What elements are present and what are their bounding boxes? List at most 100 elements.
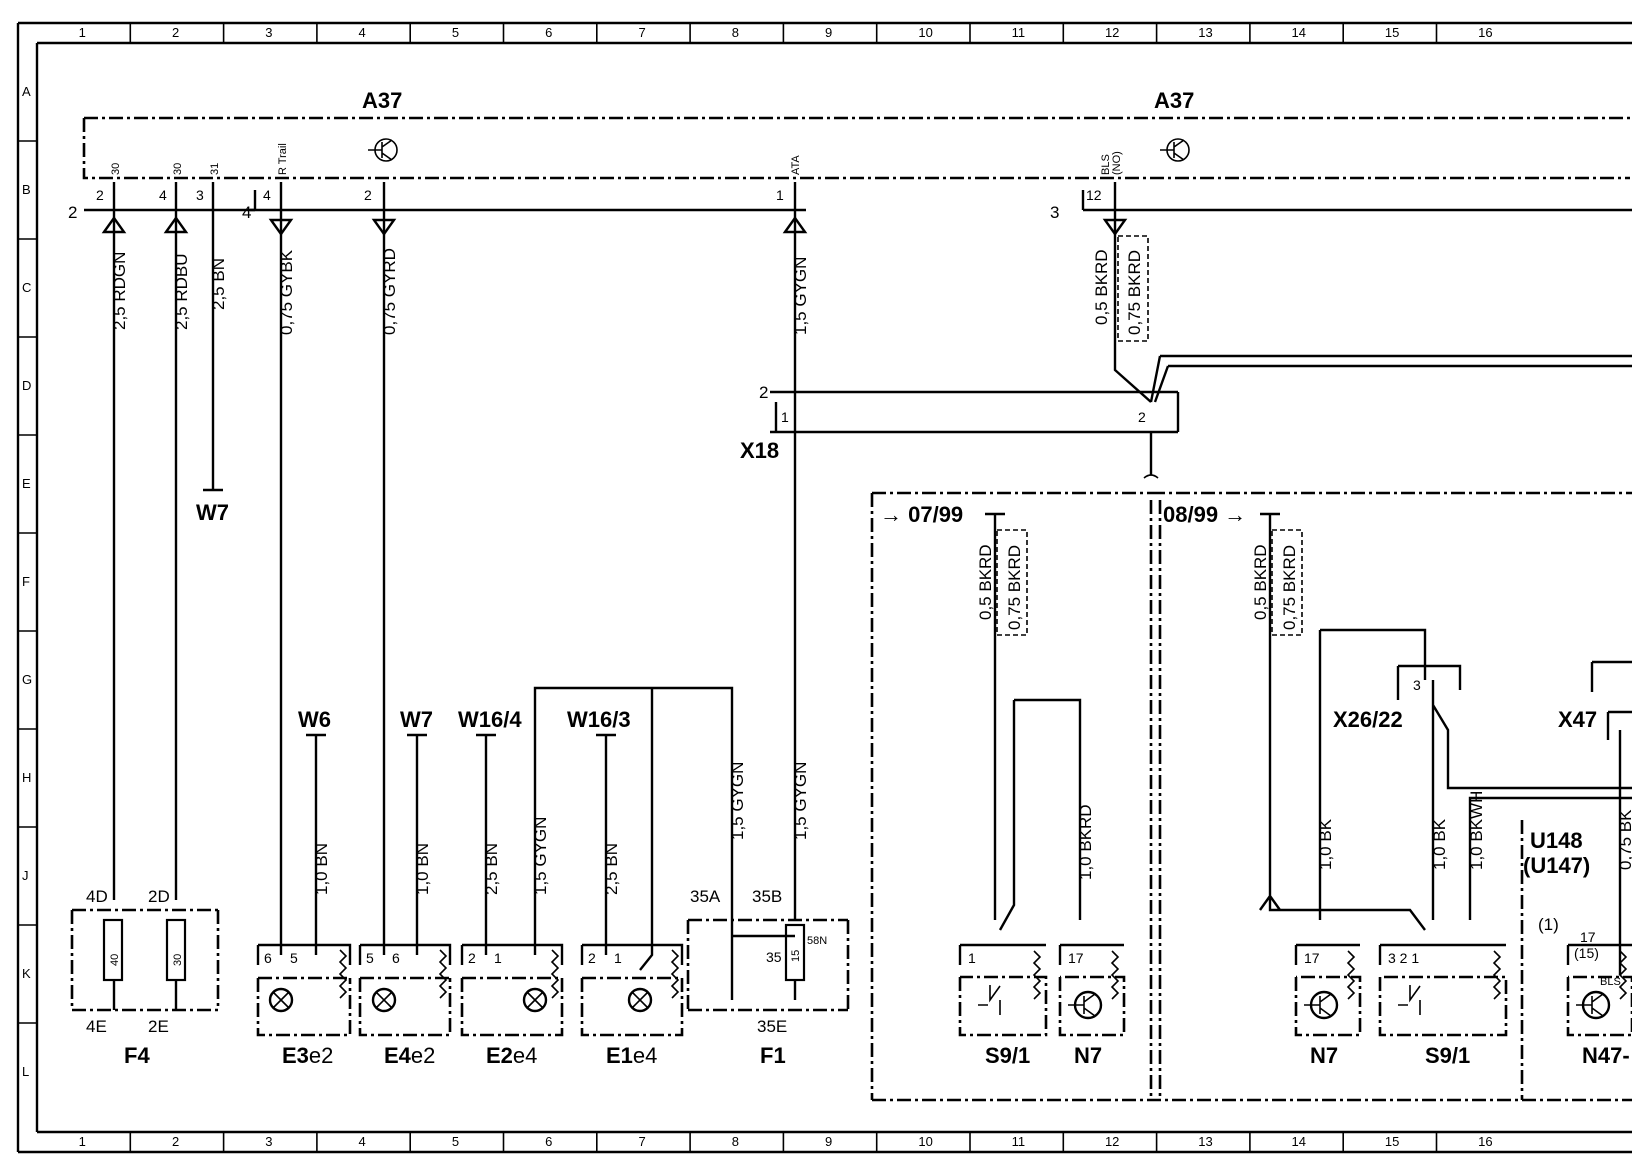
svg-text:2: 2 [68,203,77,222]
svg-text:3: 3 [196,187,204,203]
w7-label-a: W7 [196,500,229,525]
w7-label-b: W7 [400,707,433,732]
wire-label: 0,75 BKRD [1005,545,1024,630]
wire-label: 0,75 BK [1616,809,1632,870]
s91_b-label: S9/1 [1425,1043,1470,1068]
a37-left-label: A37 [362,88,402,113]
wire-label: 1,5 GYGN [791,257,810,335]
wire-label: 2,5 BN [602,843,621,895]
wires-left: 2,5 RDGN 2,5 RDBU 2,5 BN W7 0,75 GYBK 0,… [101,182,810,955]
lamp-feeds: W6 1,0 BN W7 1,0 BN W16/4 2,5 BN 1,5 GYG… [298,686,810,971]
pin-label: 5 [290,950,298,966]
pin-label: 2D [148,887,170,906]
wire-label: 1,0 BN [312,843,331,895]
grid-column-label: 7 [638,25,645,40]
switch-icon [1398,985,1421,1015]
grid-column-label: 9 [825,25,832,40]
wire-label: 1,0 BKRD [1076,804,1095,880]
pin-label: (NO) [1111,151,1123,175]
e1-label: E1e4 [606,1043,657,1068]
grid-column-label: 15 [1385,25,1399,40]
x47-label: X47 [1558,707,1597,732]
pin-label: 2 [588,950,596,966]
pin-label: BLS [1600,976,1621,988]
grid-column-label: 16 [1478,1134,1492,1149]
wire-label: 1,0 BKWH [1467,791,1486,870]
a37-connector-strip: 2 4 3 2 4 3 4 2 1 12 30 30 31 R Trail AT… [68,143,1632,222]
lamp-icon [522,987,548,1013]
svg-text:2: 2 [1138,409,1146,425]
wire-label: 1,5 GYGN [728,762,747,840]
grid-row-label: F [22,574,30,589]
wire-label: 1,0 BN [413,843,432,895]
grid-column-label: 2 [172,25,179,40]
grid-column-label: 8 [732,25,739,40]
grid-column-label: 12 [1105,25,1119,40]
w16-3-label: W16/3 [567,707,631,732]
switch-icon [978,985,1001,1015]
wire-label: 1,5 GYGN [791,762,810,840]
transistor-icon [1068,990,1103,1020]
grid-column-label: 5 [452,1134,459,1149]
grid-column-label: 3 [265,1134,272,1149]
pin-label: 1 [614,950,622,966]
grid-row-label: L [22,1064,29,1079]
wire-label: 0,75 GYRD [380,248,399,335]
grid-column-label: 14 [1292,25,1306,40]
pin-label: (15) [1574,945,1599,961]
transistor-icon [368,138,398,162]
lamp-icon [627,987,653,1013]
transistor-icon [1160,138,1190,162]
wire-label: 2,5 RDGN [110,252,129,330]
grid-column-label: 1 [79,1134,86,1149]
wire-label: 0,5 BKRD [1092,249,1111,325]
svg-text:1: 1 [776,187,784,203]
unit-s91_a: 1S9/1 [958,943,1048,1068]
grid-row-label: G [22,672,32,687]
grid-column-label: 12 [1105,1134,1119,1149]
bls-wire: 0,5 BKRD 0,75 BKRD [1092,182,1632,403]
wire-label: 2,5 BN [482,843,501,895]
n7_a-label: N7 [1074,1043,1102,1068]
pin-label: R Trail [277,143,289,175]
grid-column-label: 13 [1198,1134,1212,1149]
wire-label: 0,75 BKRD [1280,545,1299,630]
a37-module: A37 A37 [82,88,1630,180]
f1-fusebox: 35A 35B 35E 35 58N 15 F1 [686,887,850,1068]
n47-label: N47- [1582,1043,1630,1068]
svg-text:1: 1 [781,409,789,425]
pin-label: 35A [690,887,721,906]
note: (1) [1538,915,1559,934]
pin-label: 17 [1068,950,1084,966]
pin-label: 1 [494,950,502,966]
pin-label: 30 [110,163,122,175]
svg-text:3: 3 [1050,203,1059,222]
pin-label: 4D [86,887,108,906]
pin-label: BLS [1100,154,1112,175]
svg-text:2: 2 [759,383,768,402]
u148-label: U148 [1530,828,1583,853]
wire-label: 1,0 BK [1316,818,1335,870]
grid-row-label: A [22,84,31,99]
grid-column-label: 10 [918,1134,932,1149]
pin-label: 17 [1580,929,1596,945]
grid-column-label: 2 [172,1134,179,1149]
pin-label: ATA [790,155,802,175]
grid-column-label: 5 [452,25,459,40]
lamp-icon [371,987,397,1013]
grid-column-label: 10 [918,25,932,40]
s91_a-label: S9/1 [985,1043,1030,1068]
grid-row-label: C [22,280,31,295]
grid-row-label: D [22,378,31,393]
grid-column-label: 13 [1198,25,1212,40]
f4-fusebox: 4D 2D 4E 2E 40 30 F4 [70,887,220,1068]
w6-label: W6 [298,707,331,732]
wire-label: 1,5 GYGN [531,817,550,895]
